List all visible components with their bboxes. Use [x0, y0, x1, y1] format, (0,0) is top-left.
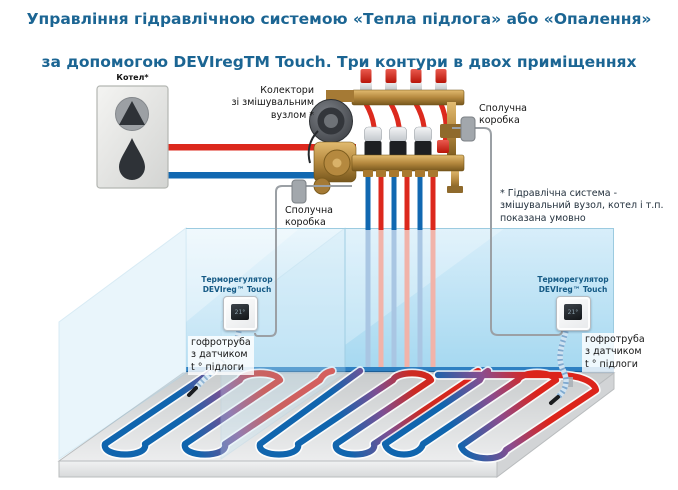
mixing-unit	[313, 141, 357, 195]
junction-box-left	[291, 179, 307, 204]
footnote: * Гідравлічна система - змішувальний вуз…	[500, 188, 664, 224]
junction-box-label-left: Сполучна коробка	[285, 205, 333, 229]
wall-sheen-right	[345, 228, 505, 345]
boiler-label: Котел*	[116, 73, 149, 82]
thermostat-screen-left: 21°	[231, 304, 249, 320]
manifold-fittings	[363, 170, 438, 230]
glass-room-divider	[220, 226, 346, 460]
supply-pipe-return	[166, 172, 338, 179]
wall-base-line	[186, 367, 614, 372]
junction-box-right	[460, 116, 476, 142]
junction-boxes	[291, 116, 476, 204]
wire-right-thermostat	[452, 127, 563, 336]
manifold-bar-bottom	[351, 154, 465, 172]
wall-sheen-left	[186, 228, 300, 322]
thermostat-label-left: Терморегулятор DEVIreg™ Touch	[201, 275, 273, 295]
thermostat-device-right: 21°	[556, 296, 591, 331]
supply-pipe-hot	[166, 144, 356, 151]
thermostat-device-left: 21°	[223, 296, 258, 331]
boiler-flame-icon	[119, 138, 145, 180]
manifold-top-valves	[360, 69, 447, 94]
diagram-title: Управління гідравлічною системою «Тепла …	[0, 9, 678, 73]
floor-sensor-label-right: гофротруба з датчиком t ° підлоги	[582, 333, 648, 373]
wire-left-thermostat	[254, 185, 352, 337]
supply-pipes	[166, 144, 356, 179]
title-line1: Управління гідравлічною системою «Тепла …	[26, 10, 652, 28]
sensor-tip-left	[187, 386, 198, 397]
manifold-drain	[451, 170, 459, 190]
sensor-conduit-right	[549, 330, 573, 405]
title-line2: за допомогою DEVIregTM Touch. Три контур…	[41, 52, 637, 71]
bottom-bar-valve	[437, 140, 449, 153]
floor-sensor-label-left: гофротруба з датчиком t ° підлоги	[188, 336, 254, 376]
junction-wires	[254, 127, 563, 337]
boiler	[96, 85, 169, 189]
manifold-assembly	[307, 69, 465, 230]
glass-walls	[58, 226, 346, 460]
floor-pipes-behind-wall	[365, 229, 436, 368]
manifold-right-valve	[440, 124, 462, 138]
glass-side-wall	[58, 227, 187, 460]
thermostat-label-right: Терморегулятор DEVIreg™ Touch	[537, 275, 609, 295]
collectors-label: Колектори зі змішувальним вузлом *	[231, 85, 314, 121]
circulation-pump	[307, 90, 354, 164]
junction-box-label-right: Сполучна коробка	[479, 103, 527, 127]
thermostat-screen-right: 21°	[564, 304, 582, 320]
manifold-drain-nut	[447, 186, 463, 193]
sensor-tip-right	[549, 395, 560, 405]
pump-cable	[307, 130, 319, 164]
boiler-triangle-icon	[119, 101, 145, 125]
floor-slab-front	[58, 460, 498, 478]
